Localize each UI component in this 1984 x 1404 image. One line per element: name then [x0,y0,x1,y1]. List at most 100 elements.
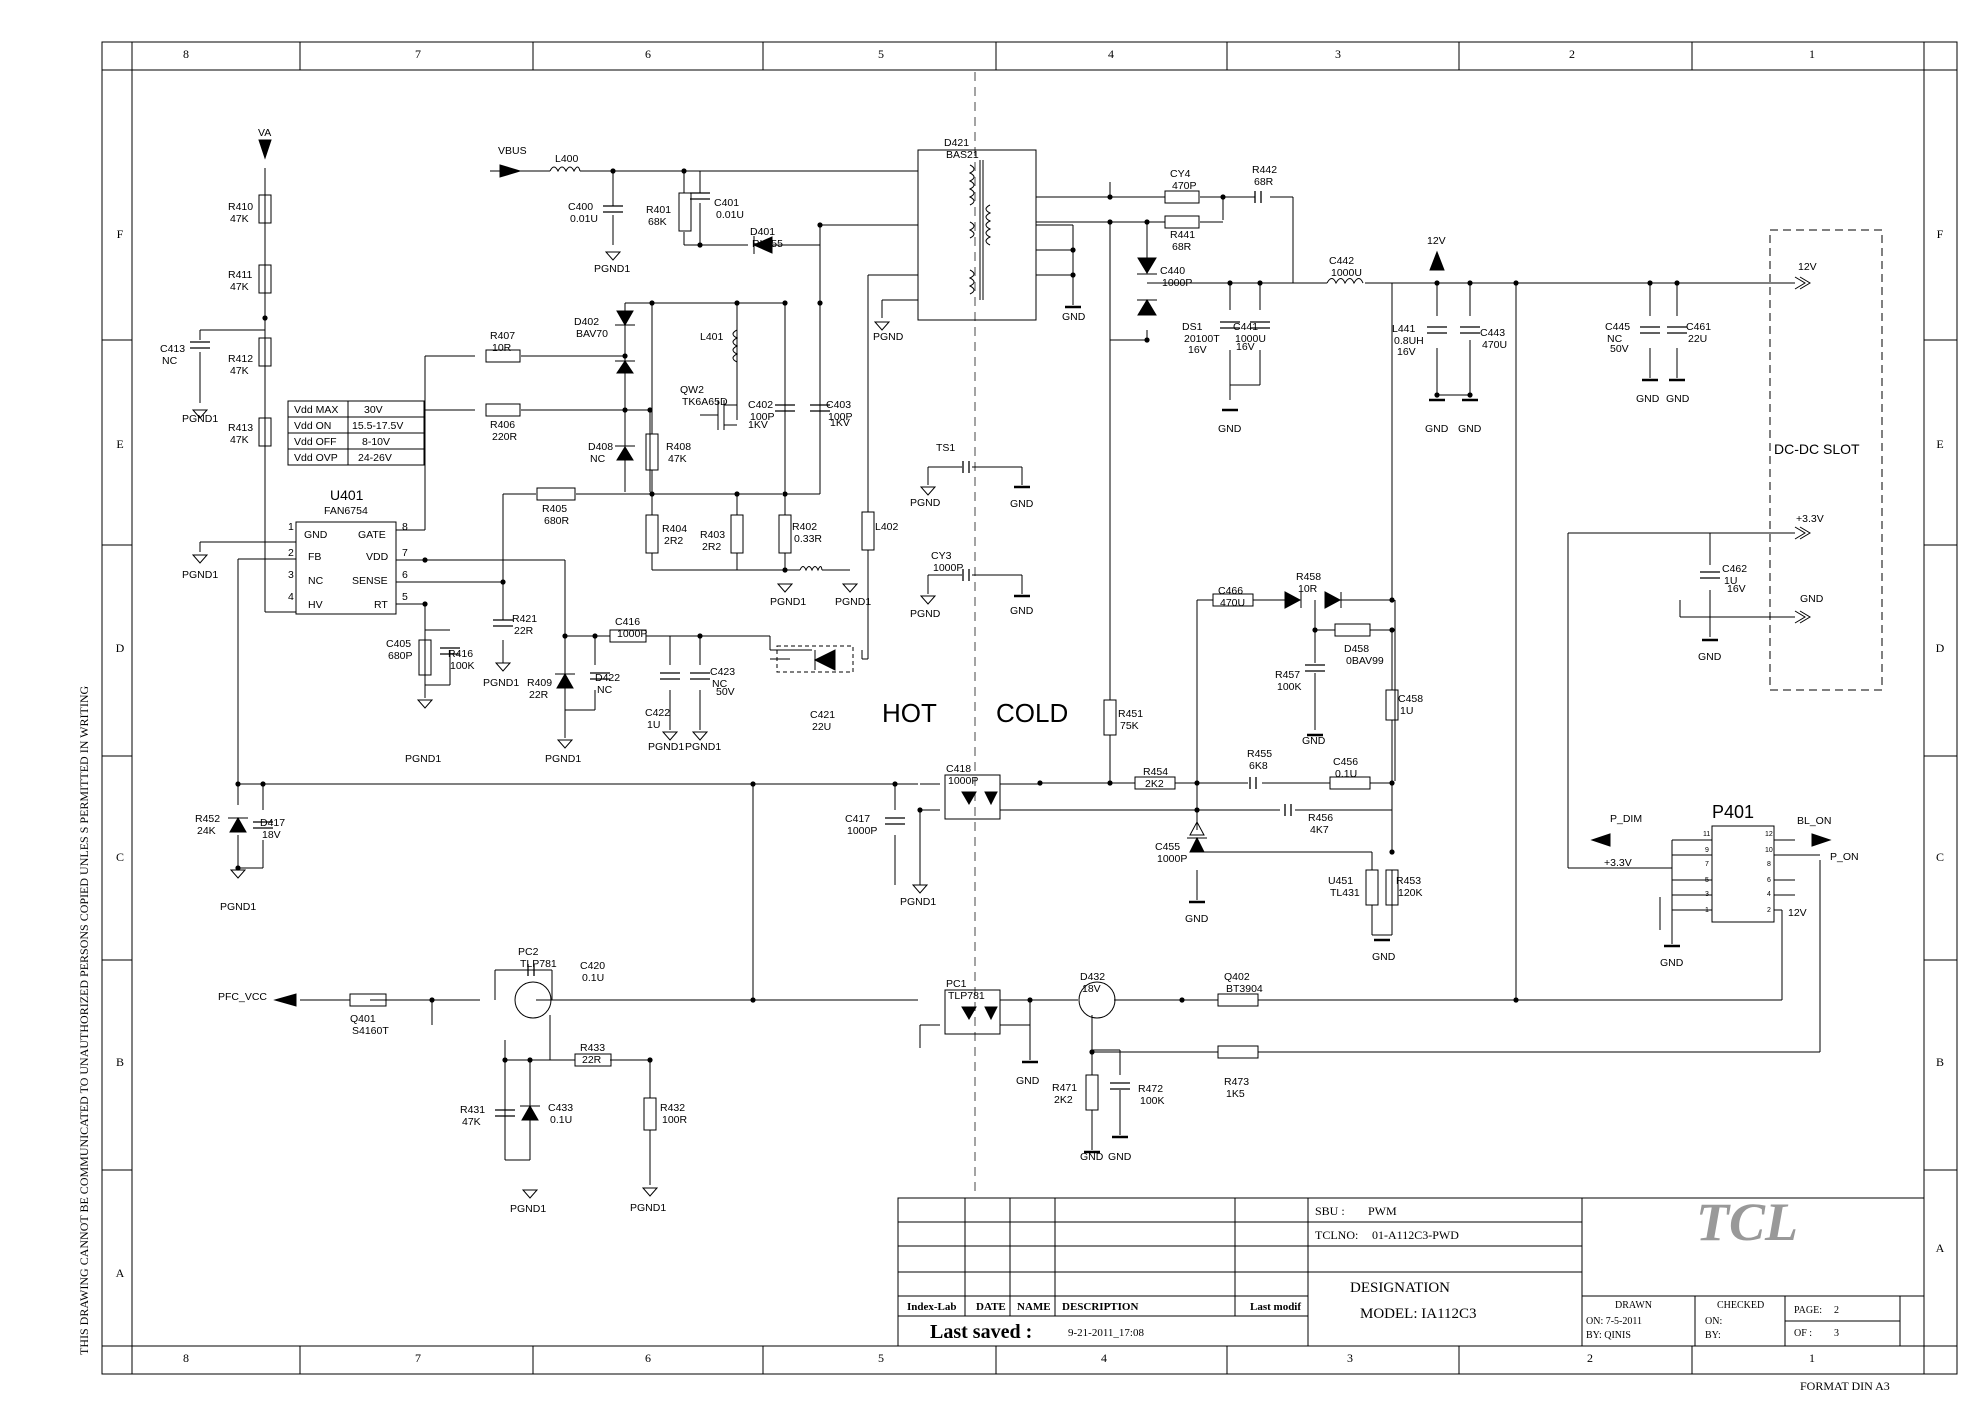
component-ref: C422 [645,707,670,719]
ground-label: PGND1 [648,741,684,753]
net-3v3-left: +3.3V [1604,857,1632,869]
junction-dot [429,997,435,1003]
component-value: 47K [230,281,249,293]
component-value: 24K [197,825,216,837]
junction-dot [750,781,756,787]
component-value: S4160T [352,1025,389,1037]
component-ref: CY4 [1170,168,1191,180]
component-ref: R404 [662,523,687,535]
svg-text:16V: 16V [1727,583,1746,595]
ground-label: GND [1666,393,1690,405]
net-3v3-out: +3.3V [1796,513,1824,525]
ground-label: PGND1 [405,753,441,765]
junction-dot [1513,997,1519,1003]
component-value: 220R [492,431,518,443]
component-value: 1U [1400,705,1413,717]
component-value: 22R [514,625,534,637]
svg-text:PAGE:: PAGE: [1794,1305,1822,1316]
junction-dot [1179,997,1185,1003]
component-ref: C405 [386,638,411,650]
col-label: 4 [1108,47,1114,61]
component-ref: R442 [1252,164,1277,176]
junction-dot [1144,219,1150,225]
component-value: 680R [544,515,570,527]
ground-label: GND [1660,957,1684,969]
junction-dot [1389,780,1395,786]
component-ref: C442 [1329,255,1354,267]
component-value: 100P [828,411,853,423]
svg-text:HV: HV [308,599,323,611]
component-ref: TS1 [936,442,955,454]
ground-label: GND [1185,913,1209,925]
component-ref: R432 [660,1102,685,1114]
title-block-text: SBU : PWM TCLNO: 01-A112C3-PWD TCL DESIG… [907,1192,1839,1343]
component-ref: C466 [1218,585,1243,597]
component-value: 470U [1482,339,1507,351]
ground-label: GND [1080,1151,1104,1163]
svg-text:3: 3 [288,569,294,581]
component-value: 680P [388,650,413,662]
svg-text:5: 5 [1705,877,1709,884]
component-labels: R41047KR41147KR41247KR41347KC413NCL400C4… [160,137,1747,1128]
svg-text:Last saved :: Last saved : [930,1321,1032,1343]
svg-text:FB: FB [308,551,321,563]
component-ref: D432 [1080,971,1105,983]
component-value: 2K2 [1145,778,1164,790]
ground-label: GND [1636,393,1660,405]
col-label: 1 [1809,1351,1815,1365]
junction-dot [750,997,756,1003]
svg-text:SBU :: SBU : [1315,1204,1345,1218]
component-value: 0.33R [794,533,822,545]
component-ref: R416 [448,648,473,660]
junction-dot [1107,780,1113,786]
junction-dot [1434,280,1440,286]
component-ref: C456 [1333,756,1358,768]
svg-text:1: 1 [1705,907,1709,914]
row-label: A [1936,1241,1945,1255]
component-value: 1000U [1235,333,1266,345]
component-ref: CY3 [931,550,952,562]
component-value: 18V [262,829,281,841]
ground-label: GND [1010,498,1034,510]
junction-dot [1467,392,1473,398]
component-value: 0.1U [550,1114,572,1126]
component-ref: D402 [574,316,599,328]
net-vbus: VBUS [498,145,527,157]
component-ref: PC1 [946,978,967,990]
component-ref: L400 [555,153,579,165]
component-value: 1000P [948,775,978,787]
component-ref: D417 [260,817,285,829]
junction-dot [500,579,506,585]
area-labels: HOT COLD DC-DC SLOT [882,441,1860,728]
junction-dot [649,491,655,497]
format-label: FORMAT DIN A3 [1800,1379,1890,1393]
net-p-on: P_ON [1830,851,1859,863]
component-ref: L401 [700,331,724,343]
component-value: 100K [1140,1095,1165,1107]
component-symbols [190,160,1883,1131]
svg-text:9: 9 [1705,847,1709,854]
svg-text:3: 3 [1705,891,1709,898]
svg-text:4: 4 [1767,891,1771,898]
component-ref: C417 [845,813,870,825]
junction-dot [817,222,823,228]
junction-dot [502,1057,508,1063]
component-ref: R413 [228,422,253,434]
col-label: 5 [878,47,884,61]
svg-text:50V: 50V [716,686,735,698]
col-label: 4 [1101,1351,1107,1365]
component-value: NC [162,355,178,367]
svg-text:1: 1 [288,521,294,533]
junction-dot [610,168,616,174]
component-value: BT3904 [1226,983,1263,995]
svg-text:Index-Lab: Index-Lab [907,1301,957,1313]
junction-dot [1227,280,1233,286]
component-ref: Q402 [1224,971,1250,983]
component-ref: C445 [1605,321,1630,333]
col-label: 5 [878,1351,884,1365]
ground-label: PGND1 [900,896,936,908]
svg-text:CHECKED: CHECKED [1717,1300,1764,1311]
svg-text:Vdd OFF: Vdd OFF [294,436,337,448]
ground-label: GND [1108,1151,1132,1163]
component-value: 1U [647,719,660,731]
